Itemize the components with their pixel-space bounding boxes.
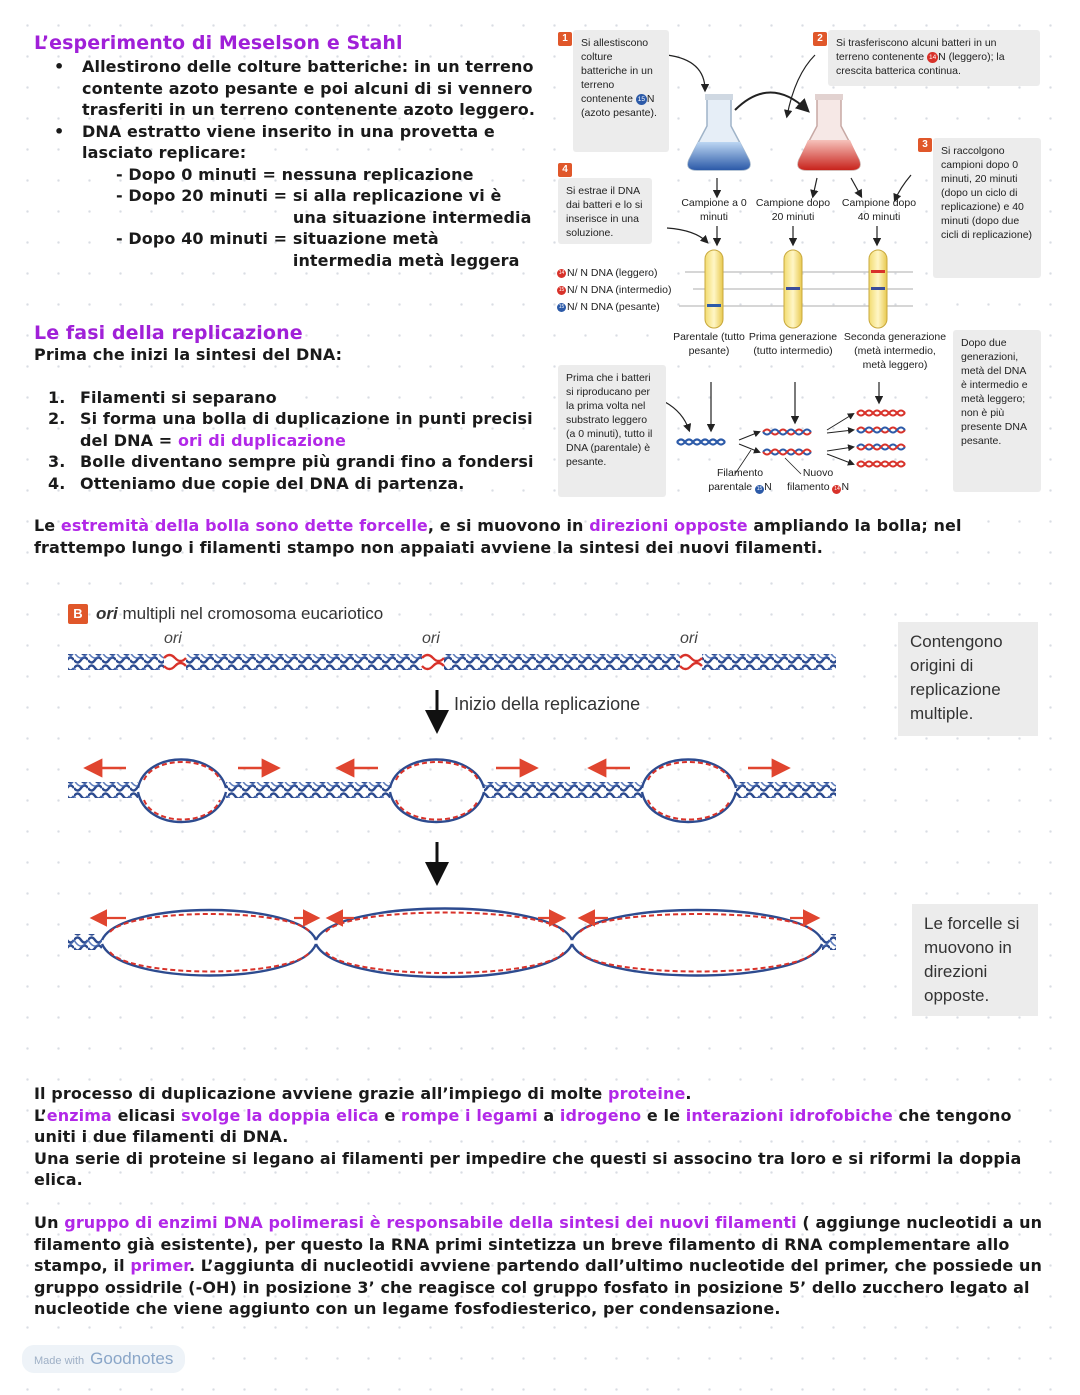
made-with-label: Made with [34,1355,85,1367]
caption-step-2: Si trasferiscono alcuni batteri in un te… [828,30,1040,86]
step-4: 4.Otteniamo due copie del DNA di partenz… [48,473,465,493]
note-before-reproduction: Prima che i batteri si riproducano per l… [558,365,666,497]
flask-light [797,94,861,171]
figure-graphics [664,54,913,475]
heading-meselson-stahl: L’esperimento di Meselson e Stahl [34,32,403,54]
ori-graphics [68,653,836,979]
step-badge-2: 2 [813,32,827,46]
caption-step-1: Si allestiscono colture batteriche in un… [573,30,669,152]
flask-heavy [687,94,751,171]
step-badge-4: 4 [558,163,572,177]
result-20-min: - Dopo 20 minuti = si alla replicazione … [116,186,532,227]
isotope-15-icon: 15 [635,93,647,105]
isotope-14-icon: 14 [927,51,939,63]
note-forcelle-opposte: Le forcelle si muovono in direzioni oppo… [912,904,1038,1016]
replication-bubbles-row3 [68,907,836,979]
result-0-min: - Dopo 0 minuti = nessuna replicazione [116,164,474,184]
ori-label-3: ori [680,630,698,647]
section-fasi: Le fasi della replicazione Prima che ini… [34,322,539,494]
note-after-two-gen: Dopo due generazioni, metà del DNA è int… [953,330,1041,492]
band-light: 14 14 N/ N DNA (leggero) [557,267,658,279]
ori-label-2: ori [422,630,440,647]
tube-parental [704,249,724,329]
sample-label-40: Campione dopo 40 minuti [841,197,917,223]
dna-strands [676,409,906,475]
meselson-bullets: Allestirono delle colture batteriche: in… [34,56,539,164]
isotope-15-icon: 15 [755,485,765,494]
tube-label-parental: Parentale (tutto pesante) [673,331,745,357]
chromosome-helix [68,654,836,670]
sample-label-0: Campione a 0 minuti [681,197,747,223]
bullet-dna-estratto: DNA estratto viene inserito in una prove… [34,121,539,164]
isotope-15-icon: 15 [557,303,566,312]
isotope-15-icon: 15 [557,286,566,295]
step-badge-3: 3 [918,138,932,152]
band-heavy: 15 15 N/ N DNA (pesante) [557,301,660,313]
band-intermediate: 15 14 N/ N DNA (intermedio) [557,284,672,296]
replication-bubbles-row2 [68,758,836,824]
meselson-figure: 1 Si allestiscono colture batteriche in … [555,30,1045,500]
para-proteine-legano: Una serie di proteine si legano ai filam… [34,1148,1022,1190]
fasi-intro: Prima che inizi la sintesi del DNA: [34,345,343,364]
note-origini-multiple: Contengono origini di replicazione multi… [898,622,1038,736]
sample-label-20: Campione dopo 20 minuti [755,197,831,223]
step-2: 2.Si forma una bolla di duplicazione in … [48,409,533,450]
goodnotes-logo: Goodnotes [90,1349,174,1368]
band-legend: 14 14 N/ N DNA (leggero) 15 14 N/ N DNA … [557,265,671,316]
section-polimerasi: Un gruppo di enzimi DNA polimerasi è res… [34,1213,1043,1318]
caption-step-4: Si estrae il DNA dai batteri e lo si ins… [558,178,652,244]
para-proteine: Il processo di duplicazione avviene graz… [34,1084,692,1103]
tube-second-gen [868,249,888,329]
bullet-colture: Allestirono delle colture batteriche: in… [34,56,539,121]
ori-label-1: ori [164,630,182,647]
para-elicasi: L’enzima elicasi svolge la doppia elica … [34,1105,1012,1147]
fasi-steps: 1.Filamenti si separano 2.Si forma una b… [34,387,539,495]
heading-fasi-replicazione: Le fasi della replicazione [34,322,303,344]
result-40-min: - Dopo 40 minuti = situazione metà inter… [116,229,520,270]
arrow-label-inizio: Inizio della replicazione [454,694,641,714]
forcelle-paragraph: Le estremità della bolla sono dette forc… [34,516,962,557]
goodnotes-badge[interactable]: Made with Goodnotes [22,1345,186,1373]
section-proteine: Il processo di duplicazione avviene graz… [34,1083,1044,1191]
tube-first-gen [783,249,803,329]
caption-step-3: Si raccolgono campioni dopo 0 minuti, 20… [933,138,1041,278]
sub-results: - Dopo 0 minuti = nessuna replicazione -… [116,164,539,272]
step-1: 1.Filamenti si separano [48,387,277,407]
step-badge-1: 1 [558,32,572,46]
ori-figure: B ori multipli nel cromosoma eucariotico… [60,600,860,1000]
figure-badge-b: B [68,604,88,624]
isotope-14-icon: 14 [832,485,842,494]
isotope-14-icon: 14 [557,269,566,278]
tube-label-second: Seconda generazione (metà intermedio, me… [843,331,947,371]
section-meselson: L’esperimento di Meselson e Stahl Allest… [34,32,539,271]
ori-figure-title: B ori multipli nel cromosoma eucariotico [68,604,383,624]
step-3: 3.Bolle diventano sempre più grandi fino… [48,452,534,471]
tube-label-first: Prima generazione (tutto intermedio) [748,331,838,357]
